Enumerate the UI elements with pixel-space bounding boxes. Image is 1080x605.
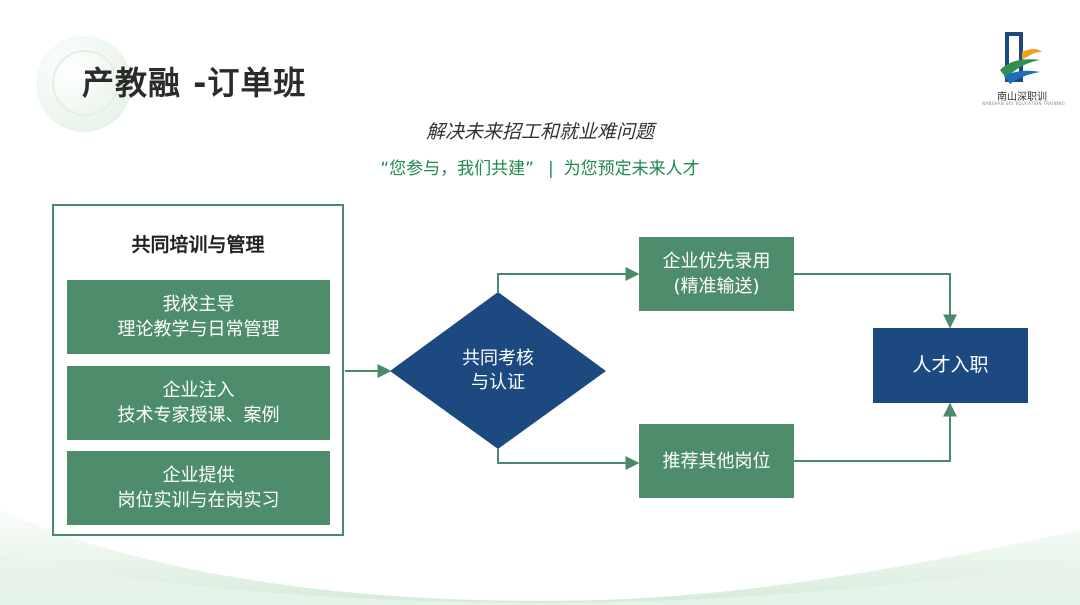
training-item-enterprise-practice: 企业提供 岗位实训与在岗实习 xyxy=(67,451,330,525)
training-item-line2: 技术专家授课、案例 xyxy=(117,405,280,426)
slogan-separator: | xyxy=(547,159,554,179)
arrow-to-priority xyxy=(497,267,640,292)
recommend-label: 推荐其他岗位 xyxy=(662,450,771,472)
assessment-line2: 与认证 xyxy=(471,372,525,393)
training-item-line1: 我校主导 xyxy=(162,294,235,315)
training-panel-title: 共同培训与管理 xyxy=(131,234,265,256)
arrow-recommend-to-result xyxy=(794,402,957,462)
priority-hiring-box: 企业优先录用 (精准输送) xyxy=(639,237,794,311)
decorative-bottom-wave xyxy=(0,510,1080,605)
training-item-line2: 理论教学与日常管理 xyxy=(117,319,280,340)
recommend-other-jobs-box: 推荐其他岗位 xyxy=(639,424,794,498)
priority-line1: 企业优先录用 xyxy=(662,251,771,272)
logo-subtitle: NANSHAN SKY EDUCATION TRAINING xyxy=(982,101,1066,106)
priority-line2: (精准输送) xyxy=(673,276,760,297)
assessment-label: 共同考核 与认证 xyxy=(430,347,566,395)
training-item-school: 我校主导 理论教学与日常管理 xyxy=(67,280,330,354)
logo-name: 南山深职训 xyxy=(997,92,1047,103)
talent-onboarding-box: 人才入职 xyxy=(873,328,1028,403)
arrow-priority-to-result xyxy=(794,273,957,329)
training-item-line1: 企业提供 xyxy=(162,465,235,486)
arrow-to-recommend xyxy=(497,449,640,470)
training-item-line1: 企业注入 xyxy=(162,380,235,401)
diamond-assessment xyxy=(390,292,606,449)
training-item-line2: 岗位实训与在岗实习 xyxy=(117,490,280,511)
assessment-line1: 共同考核 xyxy=(462,348,534,369)
school-logo-icon xyxy=(1000,32,1042,84)
result-label: 人才入职 xyxy=(912,354,989,376)
slogan: “您参与，我们共建” | 为您预定未来人才 xyxy=(0,154,1080,179)
subtitle: 解决未来招工和就业难问题 xyxy=(425,121,654,143)
training-item-enterprise-experts: 企业注入 技术专家授课、案例 xyxy=(67,366,330,440)
slogan-tagline: 为您预定未来人才 xyxy=(563,159,700,179)
decorative-ring xyxy=(52,50,118,116)
slogan-quote: “您参与，我们共建” xyxy=(380,159,534,179)
page-title: 产教融 -订单班 xyxy=(82,64,307,102)
